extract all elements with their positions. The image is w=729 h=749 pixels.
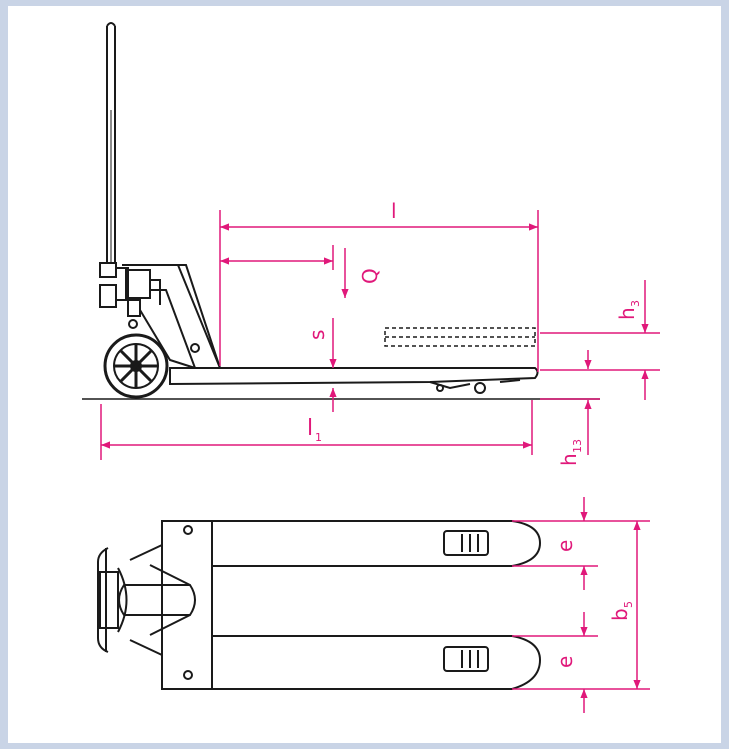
fork-top-lower <box>212 635 542 690</box>
svg-text:h: h <box>615 307 639 320</box>
label-s: s <box>305 330 329 340</box>
label-l: l <box>391 199 397 223</box>
label-e-bottom: e <box>553 656 577 668</box>
chassis-top <box>118 520 213 690</box>
label-h3: h 3 <box>615 300 642 320</box>
hydraulic-unit <box>99 262 161 329</box>
fork <box>169 367 539 394</box>
side-labels: l Q s l 1 h 3 h 13 <box>305 199 642 466</box>
handle <box>106 22 116 262</box>
fork-raised <box>384 327 536 347</box>
steer-wheel <box>103 333 169 399</box>
label-b5: b 5 <box>608 601 635 621</box>
top-labels: e e b 5 <box>553 540 635 668</box>
top-view <box>97 520 542 690</box>
label-l1: l 1 <box>307 416 322 444</box>
svg-text:h: h <box>557 453 581 466</box>
svg-text:1: 1 <box>315 431 322 444</box>
svg-text:3: 3 <box>629 300 642 307</box>
svg-text:l: l <box>307 416 313 441</box>
side-view <box>82 22 600 400</box>
fork-top-upper <box>212 520 542 567</box>
label-e-top: e <box>553 540 577 552</box>
steer-wheel-top <box>97 547 128 653</box>
svg-text:13: 13 <box>571 439 584 453</box>
label-h13: h 13 <box>557 439 584 466</box>
label-q: Q <box>358 268 382 284</box>
side-dimensions <box>100 210 660 460</box>
top-dimensions <box>512 497 650 713</box>
svg-text:b: b <box>608 608 632 621</box>
svg-text:5: 5 <box>622 601 635 608</box>
